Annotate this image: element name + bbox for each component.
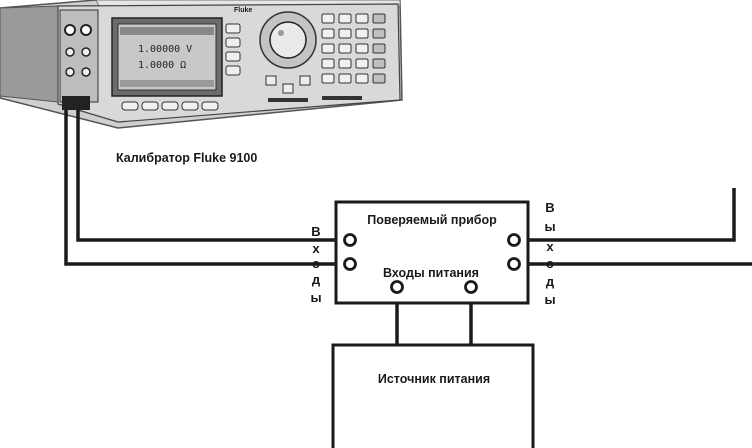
- terminal-hi: [64, 24, 76, 36]
- display-line-1: 1.00000 V: [138, 44, 192, 55]
- display-line-2: 1.0000 Ω: [138, 60, 186, 71]
- output-terminal-1: [507, 233, 521, 247]
- keypad: [321, 13, 386, 84]
- inputs-letter-3: о: [312, 256, 320, 271]
- side-key-4: [225, 65, 241, 76]
- arrow-key-left: [265, 75, 277, 86]
- softkey-3: [161, 101, 179, 111]
- inputs-letter-4: д: [312, 272, 321, 287]
- outputs-letter-2: ы: [544, 219, 555, 234]
- keypad-key: [321, 13, 335, 24]
- keypad-key: [338, 13, 352, 24]
- terminal-panel: [59, 9, 99, 103]
- device-title: Поверяемый прибор: [367, 213, 497, 227]
- outputs-letter-6: ы: [544, 292, 555, 307]
- input-terminal-2: [343, 257, 357, 271]
- keypad-key: [338, 58, 352, 69]
- arrow-key-down: [282, 83, 294, 94]
- wires: [64, 110, 752, 345]
- keypad-key: [372, 43, 386, 54]
- softkey-5: [201, 101, 219, 111]
- outputs-letter-1: В: [545, 200, 554, 215]
- device-under-test-box: [334, 200, 530, 305]
- keypad-key: [321, 73, 335, 84]
- keypad-key: [355, 73, 369, 84]
- side-key-3: [225, 51, 241, 62]
- wire-calibrator-to-input-1: [76, 110, 344, 242]
- keypad-key: [355, 13, 369, 24]
- softkey-row: [121, 101, 219, 111]
- keypad-key: [372, 73, 386, 84]
- softkey-2: [141, 101, 159, 111]
- rotary-knob-dimple: [278, 30, 284, 36]
- keypad-key: [321, 43, 335, 54]
- arrow-key-right: [299, 75, 311, 86]
- power-input-terminal-2: [464, 280, 478, 294]
- calibrator-device: Fluke 1.00000 V 1.0000 Ω: [0, 0, 403, 129]
- card-slot-1: [268, 98, 308, 102]
- power-inputs-label: Входы питания: [383, 266, 479, 280]
- keypad-key: [372, 28, 386, 39]
- side-key-1: [225, 23, 241, 34]
- keypad-key: [355, 28, 369, 39]
- terminal-aux-2: [81, 47, 91, 57]
- inputs-letter-1: В: [311, 224, 320, 239]
- keypad-key: [372, 58, 386, 69]
- display-softkey-bar: [120, 80, 214, 87]
- softkey-4: [181, 101, 199, 111]
- display-header-bar: [120, 27, 214, 35]
- wire-output-1: [520, 188, 736, 242]
- side-key-2: [225, 37, 241, 48]
- lead-plug: [62, 96, 90, 110]
- power-input-terminal-1: [390, 280, 404, 294]
- outputs-letter-5: д: [546, 274, 555, 289]
- inputs-vertical-label: В х о д ы: [310, 224, 321, 305]
- keypad-key: [321, 58, 335, 69]
- keypad-key: [338, 73, 352, 84]
- terminal-aux-3: [65, 67, 75, 77]
- wire-calibrator-to-input-2: [64, 110, 344, 266]
- terminal-lo: [80, 24, 92, 36]
- keypad-key: [338, 43, 352, 54]
- calibrator-brand: Fluke: [234, 7, 252, 14]
- keypad-key: [321, 28, 335, 39]
- outputs-vertical-label: В ы х о д ы: [544, 200, 555, 307]
- outputs-letter-4: о: [546, 256, 554, 271]
- outputs-letter-3: х: [546, 239, 554, 254]
- keypad-key: [372, 13, 386, 24]
- output-terminal-2: [507, 257, 521, 271]
- rotary-knob: [269, 21, 307, 59]
- softkey-1: [121, 101, 139, 111]
- keypad-key: [338, 28, 352, 39]
- inputs-letter-5: ы: [310, 290, 321, 305]
- terminal-aux-1: [65, 47, 75, 57]
- card-slot-2: [322, 96, 362, 100]
- inputs-letter-2: х: [312, 241, 320, 256]
- power-source-label: Источник питания: [378, 372, 490, 386]
- keypad-key: [355, 58, 369, 69]
- device-terminals: [343, 233, 521, 294]
- input-terminal-1: [343, 233, 357, 247]
- calibrator-left-side: [0, 5, 59, 103]
- terminal-aux-4: [81, 67, 91, 77]
- calibrator-caption: Калибратор Fluke 9100: [116, 151, 257, 165]
- power-source-box: [331, 343, 535, 448]
- keypad-key: [355, 43, 369, 54]
